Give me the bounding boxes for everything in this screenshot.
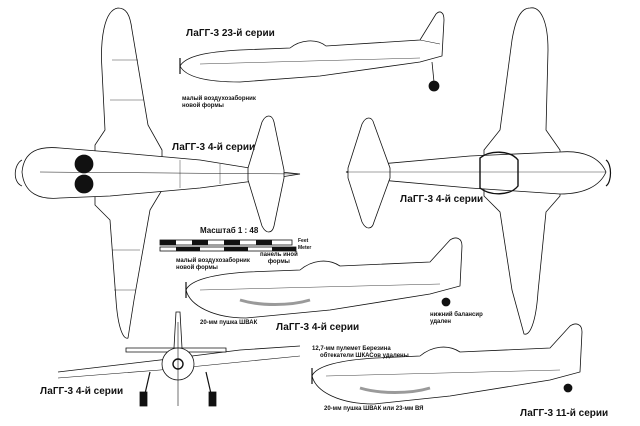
intake-note-top-line2: новой формы (182, 103, 224, 109)
bottom-profile-aircraft (311, 323, 583, 405)
plan-tailplane (247, 115, 285, 233)
underside-cockpit (479, 151, 519, 195)
mid-profile-fuselage (185, 237, 463, 319)
panel-note: панель иной формы (260, 252, 298, 266)
mid-profile-aircraft (185, 237, 463, 319)
trim-tab-note: нижний балансир удален (430, 312, 483, 326)
scale-unit-feet: Feet (298, 238, 309, 244)
plan-view-title: ЛаГГ-3 4-й серии (172, 142, 256, 153)
berezin-note-line1: 12,7-мм пулемет Березина (312, 346, 391, 352)
underside-tailplane (347, 117, 391, 229)
front-wing (57, 345, 301, 373)
intake-note-mid: малый воздухозаборник новой формы (176, 258, 250, 272)
trim-tab-note-line2: удален (430, 319, 452, 325)
front-right-wheel (208, 391, 217, 407)
plan-cockpit-right (74, 174, 94, 194)
bottom-profile-fuselage (311, 323, 583, 405)
intake-note-mid-line1: малый воздухозаборник (176, 258, 250, 264)
plan-view-aircraft (14, 7, 301, 339)
panel-note-line2: формы (267, 259, 290, 265)
underside-view-title: ЛаГГ-3 4-й серии (400, 194, 484, 205)
front-left-wheel (139, 391, 148, 407)
scale-unit-meter: Meter (298, 245, 312, 251)
intake-note-top-line1: малый воздухозаборник (182, 96, 256, 102)
trim-tab-note-line1: нижний балансир (430, 312, 483, 318)
front-view-title: ЛаГГ-3 4-й серии (40, 386, 124, 397)
berezin-note: 12,7-мм пулемет Березина обтекатели ШКАС… (312, 346, 409, 360)
front-view-aircraft (57, 311, 301, 407)
mid-profile-title: ЛаГГ-3 4-й серии (276, 322, 360, 333)
scale-label: Масштаб 1 : 48 (200, 226, 259, 235)
underside-view-aircraft (345, 7, 612, 335)
plan-cockpit-left (74, 154, 94, 174)
top-profile-tailwheel (428, 80, 440, 92)
top-profile-fuselage (179, 11, 445, 83)
intake-note-top: малый воздухозаборник новой формы (182, 96, 256, 110)
berezin-note-line2: обтекатели ШКАСов удалены (320, 353, 409, 359)
plan-spinner (14, 159, 23, 187)
scale-bar (159, 239, 297, 252)
top-profile-title: ЛаГГ-3 23-й серии (186, 28, 275, 39)
intake-note-mid-line2: новой формы (176, 265, 218, 271)
top-profile-aircraft (179, 11, 445, 92)
panel-note-line1: панель иной (260, 252, 298, 258)
cannon-note: 20-мм пушка ШВАК (200, 320, 258, 326)
bottom-profile-title: ЛаГГ-3 11-й серии (520, 408, 609, 419)
cannon-bottom-note: 20-мм пушка ШВАК или 23-мм ВЯ (324, 406, 424, 412)
